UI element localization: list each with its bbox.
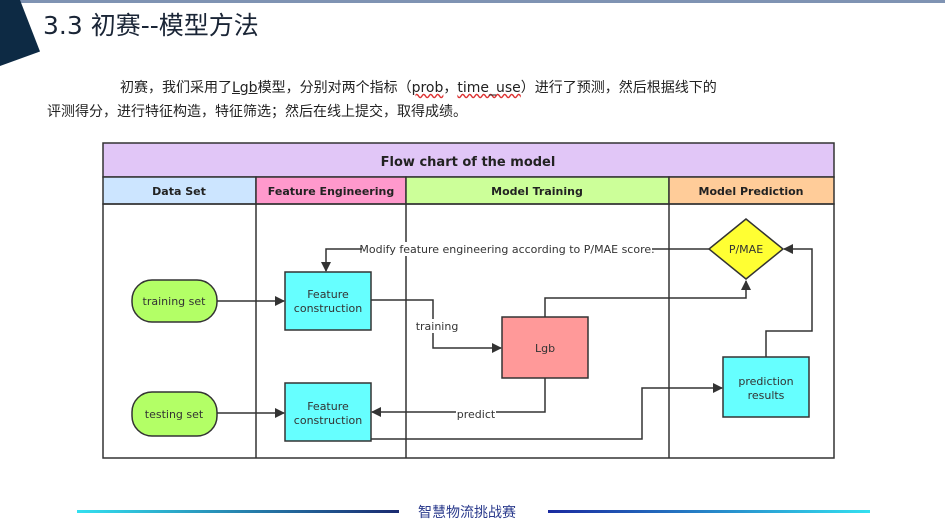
flowchart-title: Flow chart of the model (381, 155, 556, 170)
footer-text: 智慧物流挑战赛 (418, 505, 516, 521)
edge-lgb-to-pmae (544, 280, 751, 317)
lane-header-feature-engineering (255, 176, 407, 205)
lanes-body (102, 203, 835, 459)
edge-label-training: training (416, 320, 459, 333)
edge-label-feedback: Modify feature engineering according to … (359, 243, 654, 256)
slide-title: 3.3 初赛--模型方法 (43, 11, 259, 40)
text: 初赛，我们采用了 (120, 80, 232, 96)
text-lgb: Lgb (232, 80, 258, 96)
node-pmae (707, 218, 785, 280)
edge-results-to-pmae (765, 244, 813, 357)
node-lgb (501, 316, 589, 379)
node-label: prediction (738, 375, 793, 388)
lane-header-data-set (102, 176, 257, 205)
lane-header-model-prediction (668, 176, 835, 205)
text: ， (443, 80, 458, 96)
node-training-set (131, 279, 218, 323)
edge-predict (371, 378, 546, 417)
flowchart-title-bar (102, 142, 835, 178)
node-label: Lgb (535, 342, 555, 355)
text-time-use: time_use (457, 80, 521, 96)
node-label: testing set (145, 408, 204, 421)
node-label: training set (143, 295, 207, 308)
node-feature-construction-2 (284, 382, 372, 442)
text: 模型，分别对两个指标（ (257, 80, 412, 96)
node-label: construction (294, 302, 362, 315)
lane-header-model-training (405, 176, 670, 205)
lane-label: Data Set (152, 185, 206, 198)
footer-line-left (77, 510, 399, 513)
lane-label: Model Prediction (699, 185, 804, 198)
node-feature-construction-1 (284, 271, 372, 331)
lane-label: Feature Engineering (268, 185, 394, 198)
footer-line-right (548, 510, 870, 513)
node-label: Feature (307, 288, 349, 301)
node-label: P/MAE (729, 243, 763, 256)
paragraph-line-1: 初赛，我们采用了Lgb模型，分别对两个指标（prob，time_use）进行了预… (120, 77, 717, 97)
node-label: results (748, 389, 785, 402)
lane-label: Model Training (491, 185, 583, 198)
node-label: Feature (307, 400, 349, 413)
top-bar (0, 0, 945, 3)
edge-to-prediction (371, 383, 723, 440)
paragraph-line-2: 评测得分，进行特征构造，特征筛选；然后在线上提交，取得成绩。 (47, 104, 467, 120)
text: ）进行了预测，然后根据线下的 (520, 80, 717, 96)
node-label: construction (294, 414, 362, 427)
edge-label-predict: predict (457, 408, 496, 421)
node-prediction-results (722, 356, 810, 418)
text-prob: prob (411, 80, 444, 96)
node-testing-set (131, 391, 218, 437)
